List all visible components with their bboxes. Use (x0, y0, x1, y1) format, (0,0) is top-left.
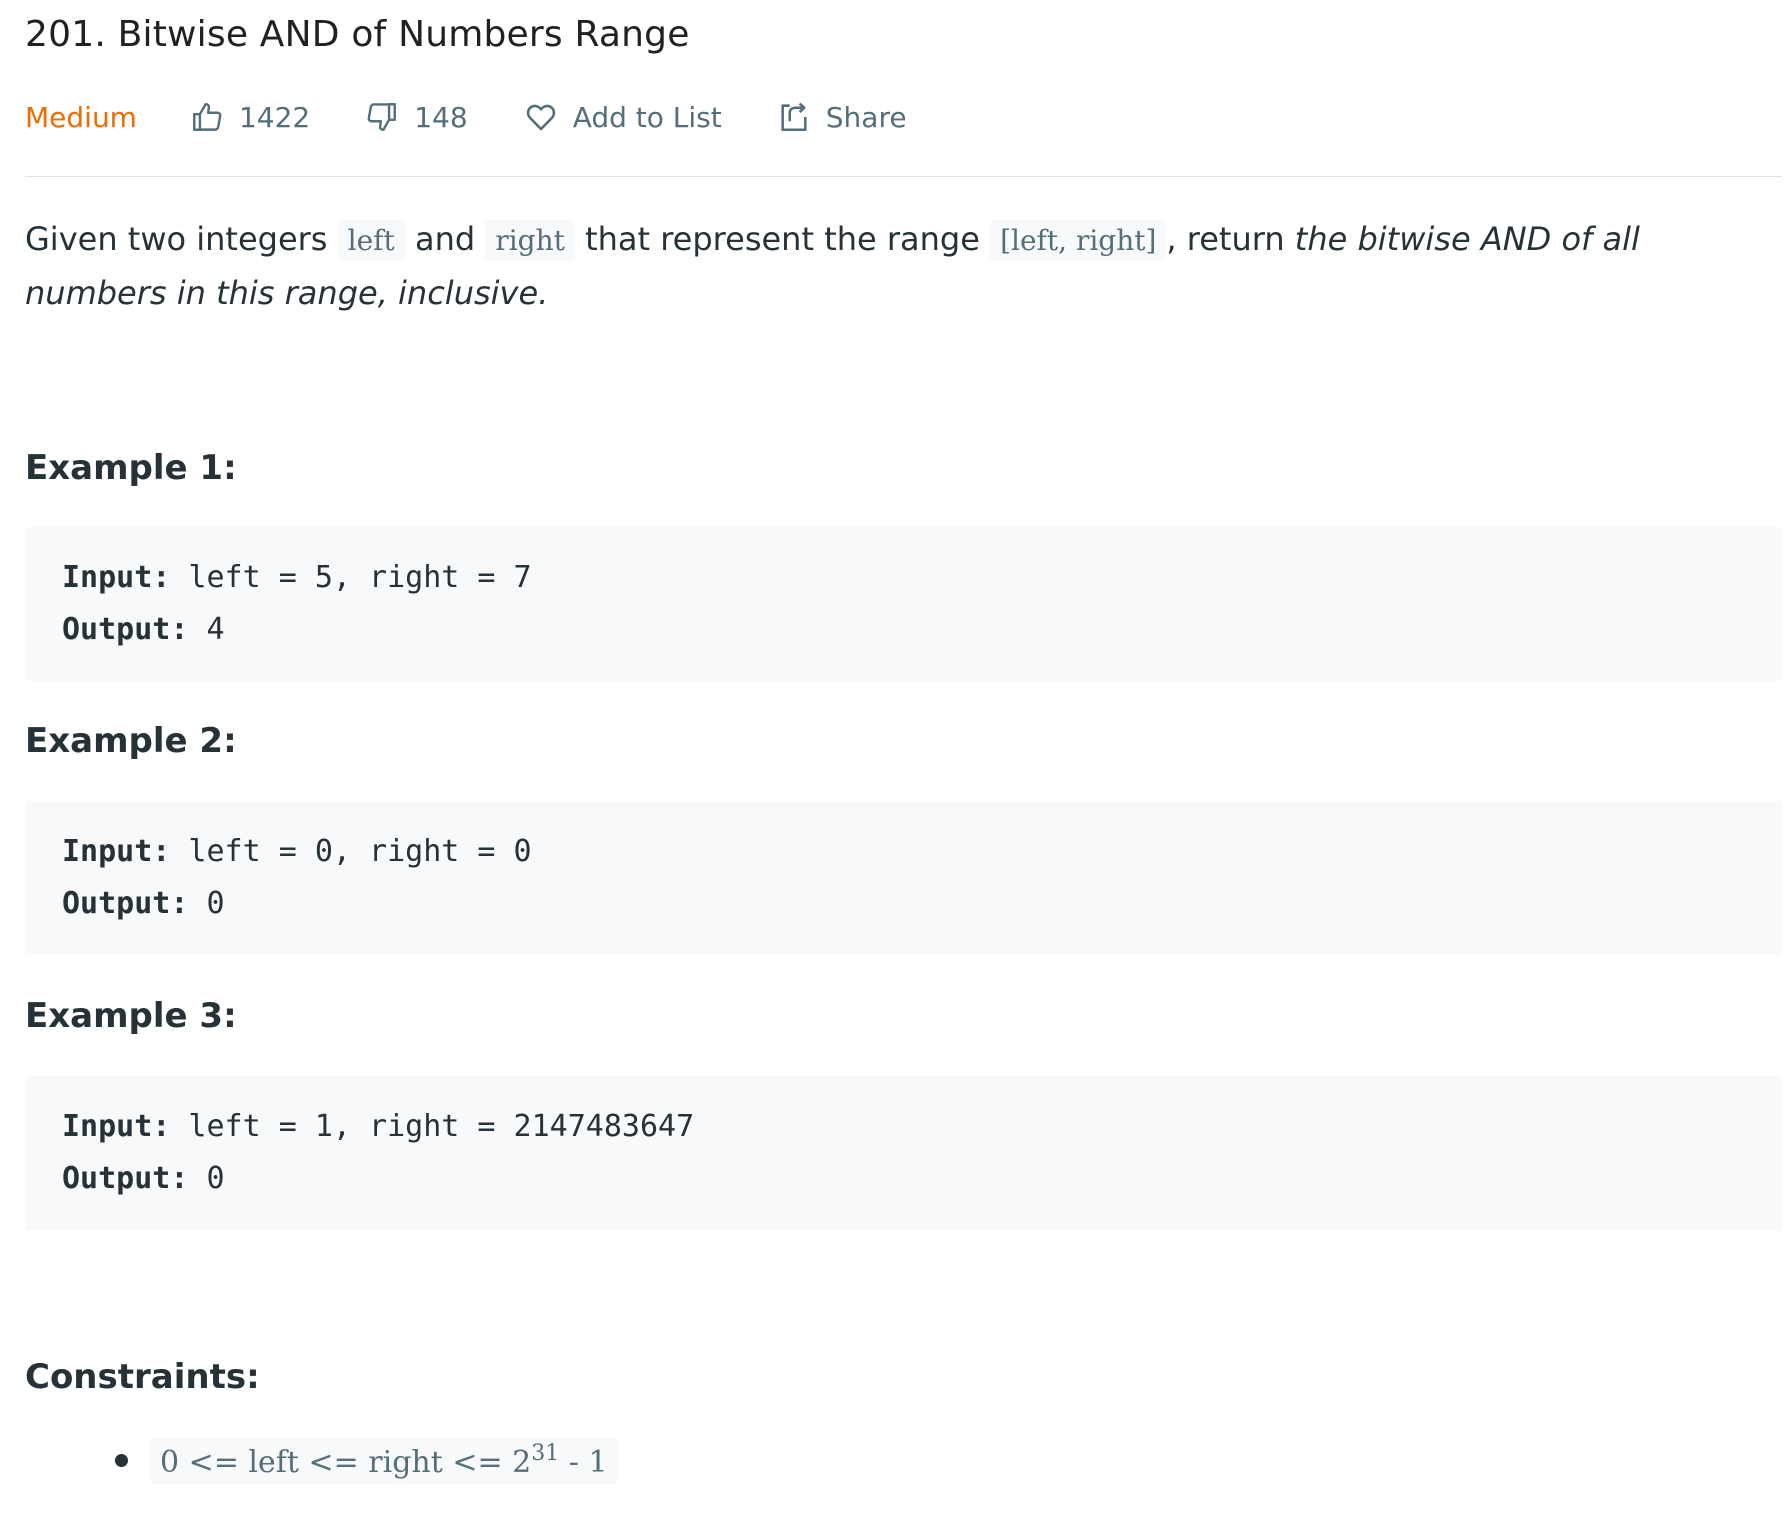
add-to-list-label: Add to List (572, 100, 722, 134)
share-button[interactable]: Share (777, 100, 907, 134)
example-output-line: Output: 4 (62, 612, 225, 647)
like-button[interactable]: 1422 (190, 100, 310, 134)
inline-code-right: right (485, 220, 575, 261)
like-count: 1422 (238, 100, 311, 134)
header-divider (25, 176, 1782, 177)
statement-text: that represent the range (574, 220, 991, 258)
statement-text: , return (1166, 220, 1295, 258)
output-value: 0 (188, 886, 225, 921)
output-value: 4 (188, 612, 225, 647)
add-to-list-button[interactable]: Add to List (524, 100, 722, 134)
constraint-exponent: 31 (531, 1441, 560, 1466)
heart-icon (526, 104, 555, 131)
difficulty-label: Medium (25, 100, 137, 134)
problem-meta-bar: Medium 1422 148 Add to List (25, 92, 907, 142)
constraints-list: 0 <= left <= right <= 231 - 1 (115, 1437, 618, 1484)
example-block: Input: left = 0, right = 0 Output: 0 (25, 801, 1782, 955)
input-value: left = 5, right = 7 (170, 560, 532, 595)
example-heading: Example 1: (25, 448, 237, 488)
example-heading: Example 3: (25, 996, 237, 1036)
example-input-line: Input: left = 1, right = 2147483647 (62, 1109, 694, 1144)
example-input-line: Input: left = 0, right = 0 (62, 834, 532, 869)
constraint-item: 0 <= left <= right <= 231 - 1 (150, 1437, 618, 1484)
input-value: left = 0, right = 0 (170, 834, 532, 869)
statement-text: and (404, 220, 486, 258)
constraint-suffix: - 1 (559, 1445, 608, 1480)
statement-period: . (538, 274, 549, 312)
input-label: Input: (62, 560, 171, 595)
inline-code-left: left (337, 220, 405, 261)
output-label: Output: (62, 612, 189, 647)
problem-statement: Given two integers left and right that r… (25, 213, 1725, 319)
example-block: Input: left = 1, right = 2147483647 Outp… (25, 1076, 1782, 1230)
example-input-line: Input: left = 5, right = 7 (62, 560, 532, 595)
example-block: Input: left = 5, right = 7 Output: 4 (25, 527, 1782, 681)
constraints-heading: Constraints: (25, 1357, 260, 1397)
constraint-prefix: 0 <= left <= right <= 2 (160, 1445, 532, 1480)
input-label: Input: (62, 1109, 171, 1144)
output-label: Output: (62, 1161, 189, 1196)
statement-text: Given two integers (25, 220, 338, 258)
example-output-line: Output: 0 (62, 1161, 225, 1196)
statement-emphasis: the bitwise AND of all numbers in this r… (25, 220, 1640, 312)
problem-title: 201. Bitwise AND of Numbers Range (25, 14, 690, 55)
output-label: Output: (62, 886, 189, 921)
dislike-button[interactable]: 148 (365, 100, 468, 134)
example-output-line: Output: 0 (62, 886, 225, 921)
thumbs-up-icon (193, 103, 222, 131)
input-label: Input: (62, 834, 171, 869)
output-value: 0 (188, 1161, 225, 1196)
thumbs-down-icon (367, 103, 397, 131)
share-icon (781, 102, 807, 132)
bullet-point (115, 1454, 128, 1467)
input-value: left = 1, right = 2147483647 (170, 1109, 695, 1144)
inline-code-range: [left, right] (990, 220, 1167, 261)
dislike-count: 148 (414, 100, 468, 134)
example-heading: Example 2: (25, 721, 237, 761)
share-label: Share (825, 100, 907, 134)
